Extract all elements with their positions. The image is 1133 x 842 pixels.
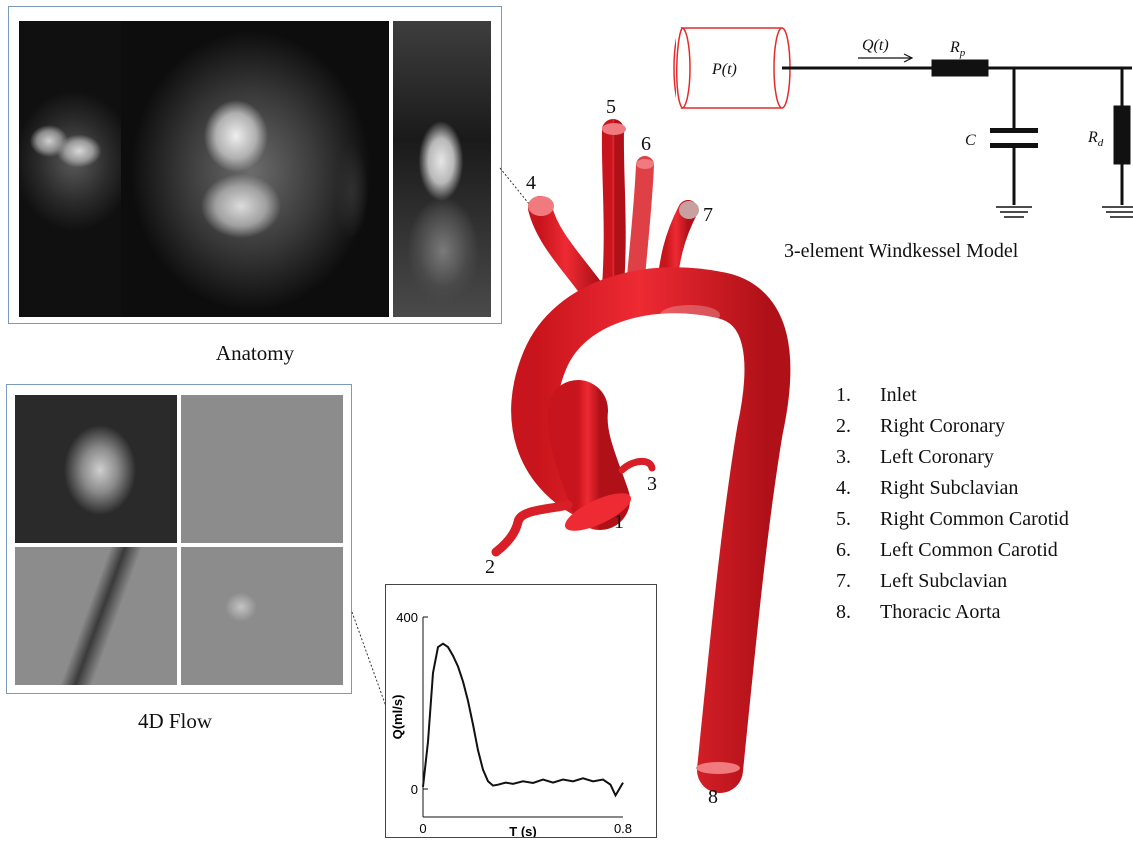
pressure-label: P(t) <box>711 61 737 78</box>
windkessel-circuit <box>674 28 1133 217</box>
legend-label: Thoracic Aorta <box>880 597 1001 628</box>
legend-number: 1. <box>836 380 880 411</box>
legend-item: 8.Thoracic Aorta <box>836 597 1069 628</box>
windkessel-caption: 3-element Windkessel Model <box>784 240 1019 262</box>
legend-label: Right Subclavian <box>880 473 1018 504</box>
right-subclavian-cap <box>528 196 554 216</box>
branch-number-8: 8 <box>708 786 718 809</box>
legend-item: 5.Right Common Carotid <box>836 504 1069 535</box>
rp-letter: R <box>949 39 960 56</box>
x-tick-label: 0 <box>419 821 426 836</box>
rd-label: Rd <box>1087 129 1104 149</box>
arch-highlight <box>660 305 720 325</box>
branch-number-6: 6 <box>641 133 651 156</box>
right-coronary-branch <box>496 505 568 552</box>
legend-item: 4.Right Subclavian <box>836 473 1069 504</box>
capacitor-plate-top <box>990 128 1038 133</box>
capacitor-plate-bottom <box>990 143 1038 148</box>
flow-series-line <box>423 644 623 796</box>
legend-number: 6. <box>836 535 880 566</box>
branch-number-3: 3 <box>647 473 657 496</box>
inlet-flow-chart: 0 400 0 0.8 T (s) Q(ml/s) <box>385 584 657 838</box>
right-subclavian-branch <box>540 208 598 298</box>
rd-letter: R <box>1087 129 1098 146</box>
rd-subscript: d <box>1098 137 1104 149</box>
left-common-carotid-cap <box>636 159 654 169</box>
left-coronary-branch <box>622 461 652 470</box>
legend-label: Left Common Carotid <box>880 535 1058 566</box>
branch-legend: 1.Inlet 2.Right Coronary 3.Left Coronary… <box>836 380 1069 628</box>
legend-item: 7.Left Subclavian <box>836 566 1069 597</box>
left-subclavian-cap <box>679 201 699 219</box>
legend-label: Left Coronary <box>880 442 994 473</box>
flow-label: Q(t) <box>862 37 889 54</box>
legend-item: 2.Right Coronary <box>836 411 1069 442</box>
legend-number: 5. <box>836 504 880 535</box>
legend-number: 8. <box>836 597 880 628</box>
c-label: C <box>965 132 976 149</box>
branch-number-4: 4 <box>526 172 536 195</box>
legend-label: Right Common Carotid <box>880 504 1069 535</box>
rp-label: Rp <box>949 39 966 59</box>
rd-resistor <box>1114 106 1130 164</box>
legend-number: 2. <box>836 411 880 442</box>
legend-label: Left Subclavian <box>880 566 1007 597</box>
legend-item: 1.Inlet <box>836 380 1069 411</box>
flow-chart-svg: 0 400 0 0.8 T (s) Q(ml/s) <box>386 585 656 837</box>
rp-subscript: p <box>959 47 966 59</box>
branch-number-1: 1 <box>614 511 624 534</box>
y-tick-label: 400 <box>396 610 418 625</box>
right-common-carotid-branch <box>612 130 615 300</box>
branch-number-7: 7 <box>703 204 713 227</box>
ascending-aorta <box>578 410 600 500</box>
legend-label: Inlet <box>880 380 917 411</box>
legend-item: 6.Left Common Carotid <box>836 535 1069 566</box>
x-axis-label: T (s) <box>509 824 536 837</box>
thoracic-aorta-outlet <box>696 762 740 774</box>
y-tick-label: 0 <box>411 782 418 797</box>
branch-number-5: 5 <box>606 96 616 119</box>
rp-resistor <box>932 60 988 76</box>
y-axis-label: Q(ml/s) <box>390 695 405 740</box>
x-tick-label: 0.8 <box>614 821 632 836</box>
right-common-carotid-cap <box>602 123 626 135</box>
flow-connector <box>352 612 388 712</box>
legend-number: 7. <box>836 566 880 597</box>
legend-number: 3. <box>836 442 880 473</box>
branch-number-2: 2 <box>485 556 495 579</box>
legend-item: 3.Left Coronary <box>836 442 1069 473</box>
legend-number: 4. <box>836 473 880 504</box>
legend-label: Right Coronary <box>880 411 1005 442</box>
